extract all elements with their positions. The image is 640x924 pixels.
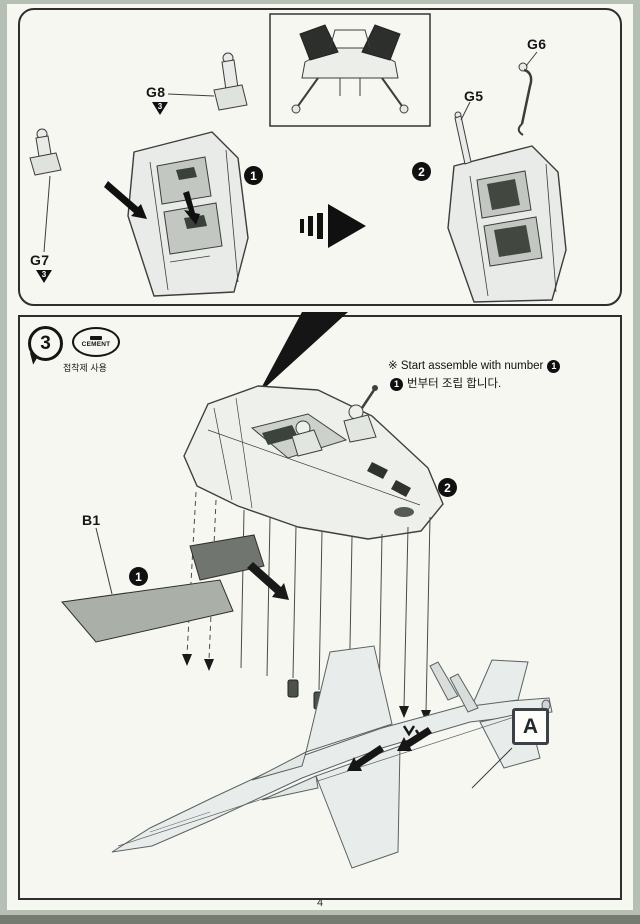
part-label-g6: G6 [527,36,547,52]
part-label-g7: G7 [30,252,50,268]
page-bottom-band [0,915,640,924]
step2-fuselage-right-drawing [447,145,567,303]
sequence-badge-1: 1 [129,567,148,586]
note-line-2: 1 번부터 조립 합니다. [388,375,560,393]
next-step-arrow-icon [300,204,366,248]
step-number-badge: 3 [28,326,63,361]
assembly-note: ※ Start assemble with number 1 1 번부터 조립 … [388,357,561,393]
forward-fuselage-assembly-drawing [183,385,444,540]
part-b1-group-drawing [61,527,289,643]
part-g6-drawing [517,51,538,136]
part-g7-drawing [29,128,62,253]
sequence-badge-icon: 1 [547,359,561,373]
sequence-badge-1: 1 [244,166,263,185]
sequence-badge-2: 2 [412,162,431,181]
step2-insert-arrows-left [104,181,200,225]
continuation-wedge-icon [258,312,348,394]
part-label-g5: G5 [464,88,484,104]
note-line-1: ※ Start assemble with number 1 [388,357,561,375]
note-text-korean: 번부터 조립 합니다. [407,378,502,390]
variant-badge-leader-line [471,747,513,789]
lower-fuselage-wing-assembly-drawing [111,645,553,869]
sequence-badge-2: 2 [438,478,457,497]
part-g8-drawing [167,52,248,111]
step2-inset-front-view [269,13,431,127]
cement-label: CEMENT [81,341,111,348]
glue-tube-icon [90,336,102,340]
part-label-g8: G8 [146,84,166,100]
part-g5-drawing [454,101,472,165]
sequence-badge-icon: 1 [390,377,403,391]
part-label-b1: B1 [82,512,101,528]
cement-icon: CEMENT [72,327,120,357]
step2-panel-border [18,8,622,306]
variant-letter-badge: A [512,708,549,745]
wing-insert-arrows [347,725,432,771]
cement-caption: 접착제 사용 [63,363,107,373]
note-text: ※ Start assemble with number [388,360,544,372]
page-number: 4 [316,897,324,909]
